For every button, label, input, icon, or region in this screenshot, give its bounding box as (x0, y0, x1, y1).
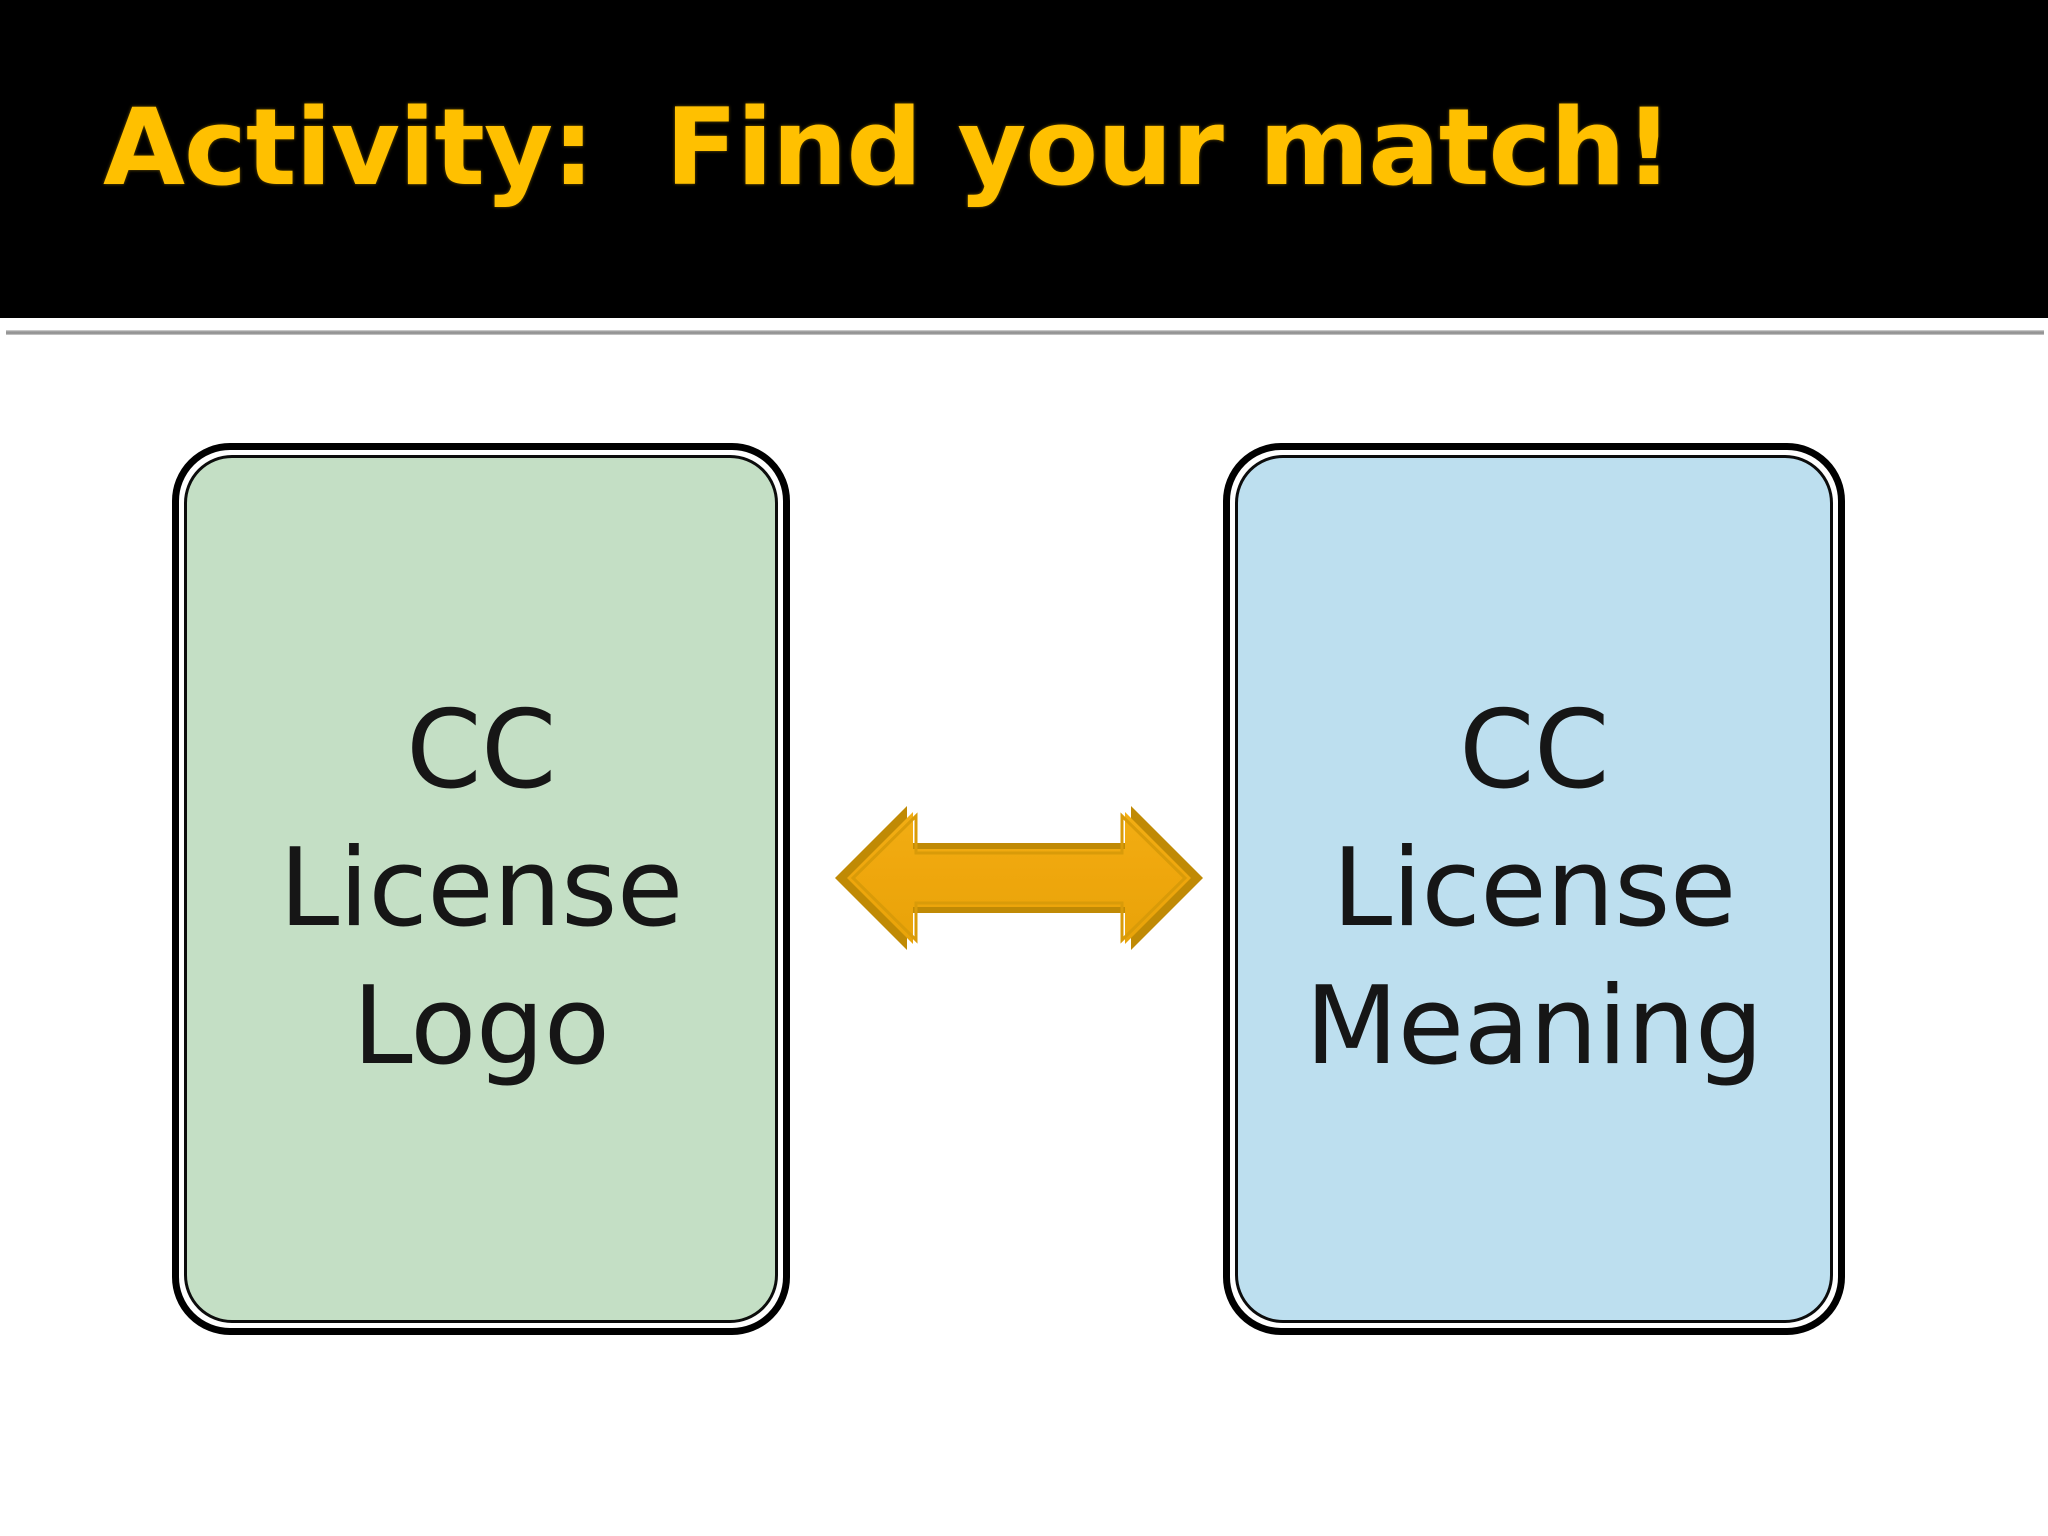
card-cc-license-meaning-inner: CC License Meaning (1235, 455, 1833, 1323)
card-line: Meaning (1305, 964, 1763, 1090)
content-area: CC License Logo (0, 318, 2048, 1536)
card-cc-license-logo[interactable]: CC License Logo (172, 443, 790, 1335)
double-headed-horizontal-arrow-icon (833, 788, 1205, 968)
card-line: CC (406, 687, 556, 813)
card-cc-license-logo-inner: CC License Logo (184, 455, 778, 1323)
card-line: License (279, 825, 683, 951)
page-title: Activity: Find your match! (103, 86, 1673, 209)
slide-header-band (0, 0, 2048, 318)
header-divider-rule (6, 330, 2044, 335)
card-line: CC (1459, 687, 1609, 813)
card-line: License (1332, 825, 1736, 951)
card-line: Logo (352, 964, 610, 1090)
card-cc-license-meaning[interactable]: CC License Meaning (1223, 443, 1845, 1335)
